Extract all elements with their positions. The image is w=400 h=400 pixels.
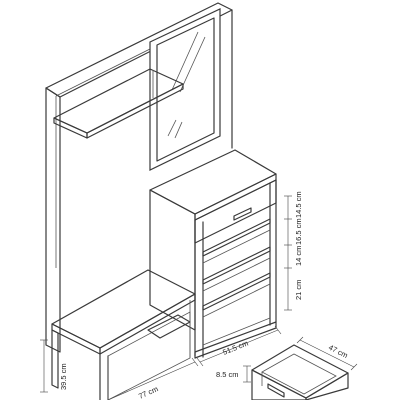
dim-label-shelf-gap-2: 14 cm (294, 246, 303, 266)
dim-label-shelf-gap-1: 16.5 cm (294, 218, 303, 245)
dim-label-drawer-height: 8.5 cm (216, 370, 239, 379)
back-panel (45, 2, 233, 353)
dim-label-bench-height: 39.5 cm (59, 363, 68, 390)
shoe-cabinet (149, 149, 277, 359)
dim-label-shelf-gap-3: 21 cm (294, 280, 303, 300)
dim-label-drawer-depth: 47 cm (327, 343, 349, 360)
dimension-lines (40, 195, 358, 400)
bench (51, 269, 196, 400)
mirror (149, 8, 221, 171)
drawer-detail (251, 344, 349, 400)
dim-label-bench-width: 77 cm (137, 384, 159, 400)
hat-shelf (53, 68, 184, 139)
dim-label-drawer-height-top: 14.5 cm (294, 191, 303, 218)
